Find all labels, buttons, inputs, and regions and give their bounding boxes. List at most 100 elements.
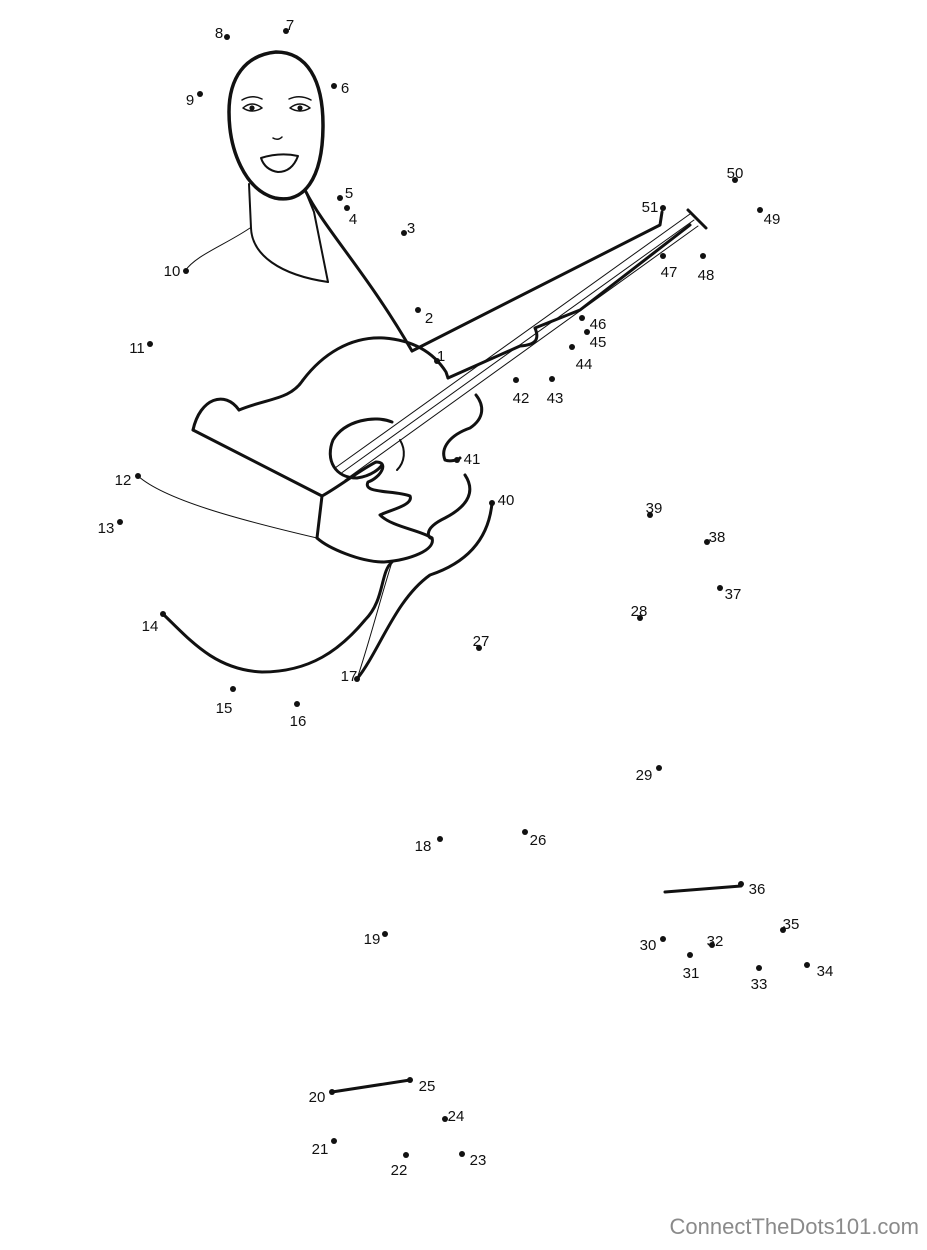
dot-34	[804, 962, 810, 968]
dot-13	[117, 519, 123, 525]
dot-label-49: 49	[764, 211, 781, 228]
dot-label-38: 38	[709, 529, 726, 546]
dot-5	[337, 195, 343, 201]
guitar-body-lower-right	[355, 501, 494, 681]
dot-label-31: 31	[683, 965, 700, 982]
sound-hole	[328, 417, 394, 480]
arm-upper	[191, 397, 241, 432]
neck-left	[248, 183, 329, 283]
dot-label-20: 20	[309, 1089, 326, 1106]
nose	[272, 136, 283, 141]
dot-14	[160, 611, 166, 617]
dot-20	[329, 1089, 335, 1095]
dot-40	[489, 500, 495, 506]
arm-thin	[137, 475, 318, 539]
guitar-neck-upper	[410, 210, 664, 353]
dot-2	[415, 307, 421, 313]
guitar-body-lower	[161, 560, 394, 674]
dot-44	[569, 344, 575, 350]
left-eyebrow	[241, 96, 263, 101]
dot-25	[407, 1077, 413, 1083]
dot-label-18: 18	[415, 838, 432, 855]
dot-label-26: 26	[530, 832, 547, 849]
dot-27	[476, 645, 482, 651]
dot-label-29: 29	[636, 767, 653, 784]
dot-45	[584, 329, 590, 335]
dot-label-3: 3	[407, 220, 415, 237]
dot-label-14: 14	[142, 618, 159, 635]
dot-31	[687, 952, 693, 958]
dot-label-25: 25	[419, 1078, 436, 1095]
dot-label-17: 17	[341, 668, 358, 685]
dot-32	[709, 942, 715, 948]
dot-9	[197, 91, 203, 97]
dot-47	[660, 253, 666, 259]
head-outline	[227, 50, 325, 201]
dot-label-30: 30	[640, 937, 657, 954]
guitar-headstock	[686, 208, 708, 230]
dot-label-36: 36	[749, 881, 766, 898]
dot-42	[513, 377, 519, 383]
dot-19	[382, 931, 388, 937]
dot-48	[700, 253, 706, 259]
right-eyebrow	[288, 96, 312, 101]
dot-label-33: 33	[751, 976, 768, 993]
dot-28	[637, 615, 643, 621]
dot-7	[283, 28, 289, 34]
dot-51	[660, 205, 666, 211]
dot-46	[579, 315, 585, 321]
dot-4	[344, 205, 350, 211]
dot-label-51: 51	[642, 199, 659, 216]
dot-18	[437, 836, 443, 842]
mouth	[260, 153, 299, 173]
dot-label-27: 27	[473, 633, 490, 650]
dot-26	[522, 829, 528, 835]
dot-43	[549, 376, 555, 382]
guitar-waist	[426, 473, 472, 540]
guitar-body-inner	[356, 561, 393, 680]
dot-label-45: 45	[590, 334, 607, 351]
guitar-strings	[334, 213, 699, 481]
dot-label-37: 37	[725, 586, 742, 603]
shoulder-line	[184, 227, 251, 272]
dot-33	[756, 965, 762, 971]
dot-label-50: 50	[727, 165, 744, 182]
dot-6	[331, 83, 337, 89]
dot-label-8: 8	[215, 25, 223, 42]
dot-17	[354, 676, 360, 682]
guitar-neck-lower	[446, 223, 692, 380]
torso-right	[303, 188, 414, 353]
dot-36	[738, 881, 744, 887]
dot-label-35: 35	[783, 916, 800, 933]
dot-label-12: 12	[115, 472, 132, 489]
dot-16	[294, 701, 300, 707]
dot-38	[704, 539, 710, 545]
numbered-dots: 1234567891011121314151617181920212223242…	[98, 17, 834, 1179]
left-pupil	[249, 105, 255, 111]
dot-label-22: 22	[391, 1162, 408, 1179]
foot-left-line	[330, 1078, 412, 1094]
dot-label-4: 4	[349, 211, 357, 228]
dot-label-11: 11	[129, 340, 145, 357]
arm-lower	[191, 428, 324, 540]
dot-label-23: 23	[470, 1152, 487, 1169]
dot-15	[230, 686, 236, 692]
dot-label-24: 24	[448, 1108, 465, 1125]
dot-label-42: 42	[513, 390, 530, 407]
neck-right	[304, 189, 329, 283]
dot-label-6: 6	[341, 80, 349, 97]
dot-label-21: 21	[312, 1141, 329, 1158]
dot-label-2: 2	[425, 310, 433, 327]
dot-22	[403, 1152, 409, 1158]
dot-label-19: 19	[364, 931, 381, 948]
dot-11	[147, 341, 153, 347]
dot-label-9: 9	[186, 92, 194, 109]
dot-label-16: 16	[290, 713, 307, 730]
dot-label-7: 7	[286, 17, 294, 34]
dot-21	[331, 1138, 337, 1144]
right-pupil	[297, 105, 303, 111]
dot-35	[780, 927, 786, 933]
right-eye	[289, 103, 311, 112]
dot-label-10: 10	[164, 263, 181, 280]
